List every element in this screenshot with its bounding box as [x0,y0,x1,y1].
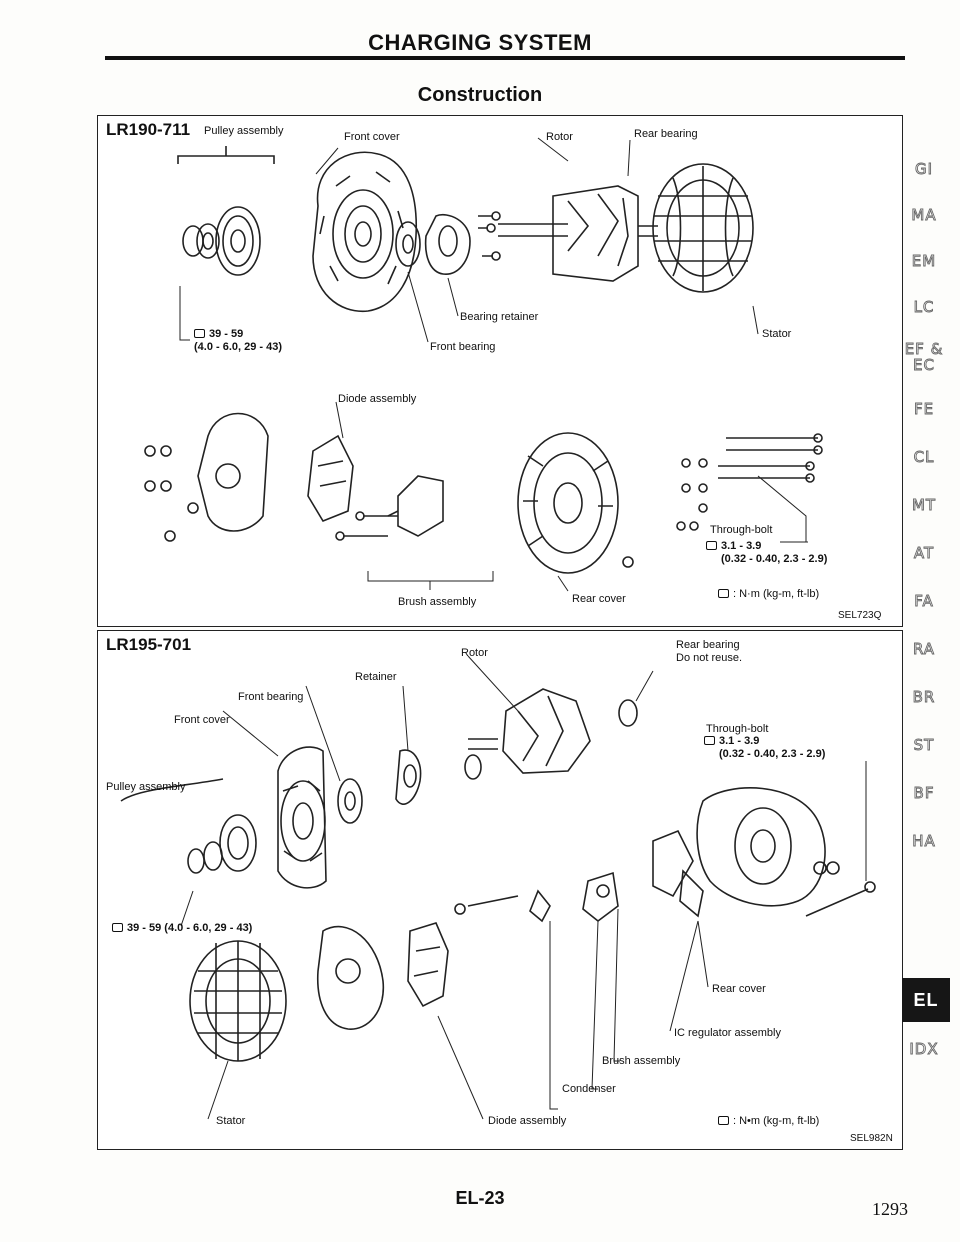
torque-wrench-icon [112,923,123,932]
label-rotor: Rotor [461,647,488,659]
label-stator: Stator [762,328,792,340]
lr195-exploded-view [120,655,876,1120]
tab-cl[interactable]: CL [913,448,935,467]
label-front-bearing: Front bearing [238,691,304,703]
rear-bearing-text: Rear bearing [676,639,740,651]
label-bolt-torque: 3.1 - 3.9(0.32 - 0.40, 2.3 - 2.9) [704,735,825,761]
label-stator: Stator [216,1115,246,1127]
tab-bf[interactable]: BF [913,784,935,803]
page-title: CHARGING SYSTEM [368,30,592,55]
title-rule [105,56,905,60]
label-through-bolt: Through-bolt [710,524,773,536]
tab-fe[interactable]: FE [913,400,935,419]
lr190-exploded-view [144,137,823,592]
label-rear-cover: Rear cover [712,983,766,995]
bolt-torque-value: 3.1 - 3.9 [719,735,760,747]
label-through-bolt: Through-bolt [706,723,769,735]
label-rear-bearing: Rear bearing [634,128,698,140]
diode-assembly-drawing [407,922,484,1120]
bolt-torque-conversion: (0.32 - 0.40, 2.3 - 2.9) [721,553,828,565]
through-bolts-drawing [676,433,823,543]
tab-idx[interactable]: IDX [909,1040,939,1059]
diode-assembly-drawing [307,401,444,541]
torque-wrench-icon [718,589,729,598]
label-bolt-torque: 3.1 - 3.9(0.32 - 0.40, 2.3 - 2.9) [706,540,827,566]
pulley-torque-value: 39 - 59 (4.0 - 6.0, 29 - 43) [127,922,253,934]
label-rotor: Rotor [546,131,573,143]
label-diode-assembly: Diode assembly [488,1115,567,1127]
tab-mt[interactable]: MT [911,496,937,515]
units-text: : N·m (kg-m, ft-lb) [733,588,820,600]
pulley-torque-conversion: (4.0 - 6.0, 29 - 43) [194,341,283,353]
brush-assembly-drawing [582,871,619,923]
label-condenser: Condenser [562,1083,616,1095]
diagram-lr190-711: LR190-711 Pulley assembly Front cover Ro… [97,115,903,627]
stator-drawing [189,940,287,1120]
front-cover-drawing [312,151,418,312]
label-rear-cover: Rear cover [572,593,626,605]
rear-plate-drawing [316,925,385,1030]
page-code: EL-23 [455,1188,505,1208]
label-front-cover: Front cover [174,714,230,726]
torque-wrench-icon [718,1116,729,1125]
label-front-bearing: Front bearing [430,341,496,353]
label-front-cover: Front cover [344,131,400,143]
tab-ha[interactable]: HA [912,832,936,851]
pulley-assembly-drawing [120,778,257,874]
tab-br[interactable]: BR [912,688,936,707]
tab-ma[interactable]: MA [911,206,937,225]
tab-lc[interactable]: LC [913,298,935,317]
label-units: : N·m (kg-m, ft-lb) [718,588,819,601]
tab-gi[interactable]: GI [914,160,934,179]
front-cover-drawing [277,746,327,889]
figure-code: SEL723Q [838,610,882,621]
ic-regulator-drawing [652,829,704,918]
label-pulley-assembly: Pulley assembly [106,781,186,793]
rear-plate-drawing [144,412,269,542]
pulley-torque-value: 39 - 59 [209,328,244,340]
label-brush-assembly: Brush assembly [398,596,477,608]
do-not-reuse-text: Do not reuse. [676,652,743,664]
torque-wrench-icon [706,541,717,550]
label-pulley-assembly: Pulley assembly [204,125,284,137]
rear-cover-drawing [517,432,634,592]
tab-ra[interactable]: RA [912,640,936,659]
model-lr195-701: LR195-701 [106,635,192,654]
rotor-drawing [498,185,658,282]
tab-at[interactable]: AT [913,544,935,563]
tab-st[interactable]: ST [913,736,935,755]
rotor-drawing [464,655,654,780]
model-lr190-711: LR190-711 [106,120,191,139]
label-ic-regulator: IC regulator assembly [674,1027,781,1039]
label-units: : N•m (kg-m, ft-lb) [718,1115,819,1128]
page-number: 1293 [872,1199,908,1219]
tab-em[interactable]: EM [911,252,937,271]
torque-wrench-icon [194,329,205,338]
label-pulley-torque: 39 - 59 (4.0 - 6.0, 29 - 43) [112,922,252,935]
label-diode-assembly: Diode assembly [338,393,417,405]
pulley-assembly-drawing [177,146,275,276]
rear-cover-drawing [696,761,876,917]
stator-drawing [652,163,754,293]
bolt-torque-conversion: (0.32 - 0.40, 2.3 - 2.9) [719,748,826,760]
tab-ef[interactable]: EF & [904,340,944,359]
tab-fa[interactable]: FA [914,592,934,611]
torque-wrench-icon [704,736,715,745]
label-retainer: Retainer [355,671,397,683]
section-title: Construction [417,84,543,106]
label-bearing-retainer: Bearing retainer [460,311,539,323]
label-pulley-torque: 39 - 59(4.0 - 6.0, 29 - 43) [194,328,282,354]
figure-code: SEL982N [850,1133,893,1144]
tab-ec[interactable]: EC [913,356,935,375]
units-text: : N•m (kg-m, ft-lb) [733,1115,820,1127]
bolt-torque-value: 3.1 - 3.9 [721,540,762,552]
tab-el-active[interactable]: EL [902,978,950,1022]
label-brush-assembly: Brush assembly [602,1055,681,1067]
